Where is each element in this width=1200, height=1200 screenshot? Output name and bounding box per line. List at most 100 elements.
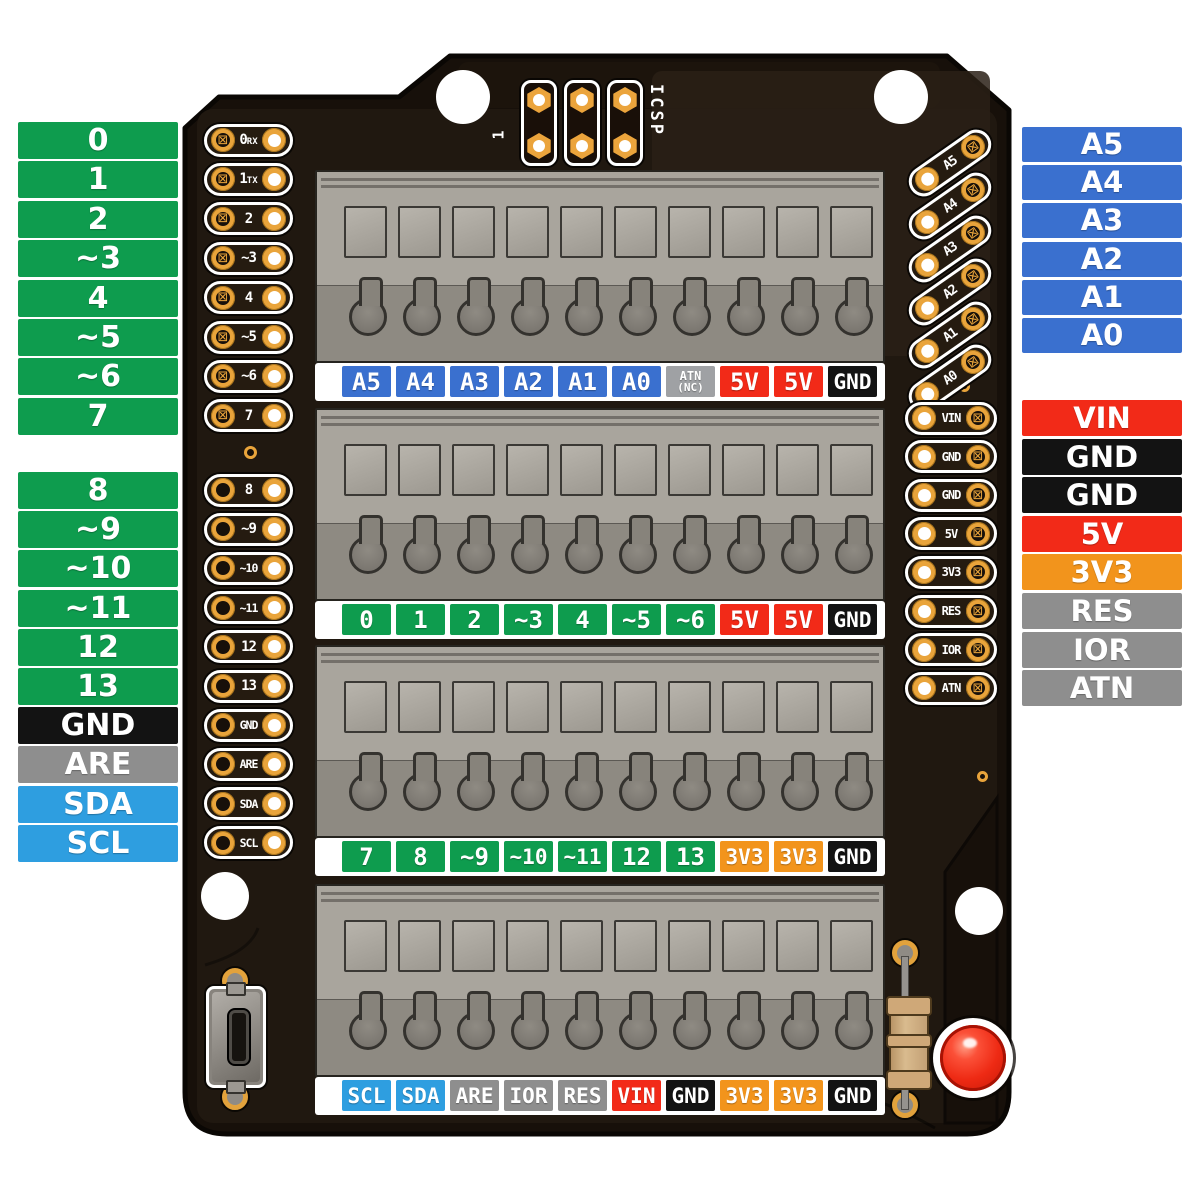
- pad-label: IOR: [941, 642, 962, 657]
- pad-ring: [262, 128, 286, 152]
- icsp-pad: [527, 133, 551, 159]
- terminal-wire-hole: [727, 991, 765, 1050]
- pad-hole: ⊠: [216, 368, 230, 384]
- legend-item-a0: A0: [1022, 317, 1182, 353]
- legend-item-a2: A2: [1022, 241, 1182, 277]
- pad-hole: [267, 797, 281, 811]
- terminal-cell-gnd: GND: [828, 604, 877, 635]
- icsp-pad: [613, 87, 637, 113]
- pad-ring: [262, 285, 286, 310]
- pad-ring: [262, 206, 286, 231]
- pad-hole: [917, 488, 931, 502]
- mounting-hole: [874, 70, 928, 124]
- terminal-block-ridge: [321, 178, 879, 181]
- legend-item-12: 12: [18, 628, 178, 666]
- legend-item-2: 2: [18, 200, 178, 238]
- pad-hole: [267, 757, 281, 771]
- pad-gnd-2: GND⊠: [905, 478, 997, 512]
- terminal-screw-slot: [722, 206, 765, 258]
- legend-item-a1: A1: [1022, 279, 1182, 315]
- pad-ring: [912, 483, 936, 508]
- terminal-screw-slot: [398, 681, 441, 733]
- icsp-pin-column: [607, 80, 643, 166]
- pad-ring: ⊠: [966, 406, 990, 430]
- mounting-hole: [436, 70, 490, 124]
- pad-ring: [211, 791, 235, 816]
- terminal-cell-sda: SDA: [396, 1080, 445, 1111]
- legend-item-1: 1: [18, 161, 178, 199]
- icsp-pin-column: [564, 80, 600, 166]
- pad-hole: [267, 133, 281, 147]
- pad-hole: [918, 341, 937, 360]
- pad-ring: [262, 791, 286, 816]
- terminal-cell-5v: 5V: [720, 604, 769, 635]
- pad-ring: [262, 167, 286, 192]
- pad-hole: [267, 369, 281, 383]
- pad-sda: SDA: [204, 787, 293, 821]
- pad-hole: [918, 255, 937, 274]
- pad-hole: [267, 836, 281, 850]
- pad-hole: [216, 718, 230, 733]
- pad-ior-6: IOR ⊠: [905, 633, 997, 667]
- terminal-block-ridge: [321, 899, 879, 902]
- pad-label: GND: [941, 488, 962, 503]
- terminal-cell-4: 4: [558, 604, 607, 635]
- terminal-wire-hole: [835, 515, 873, 574]
- pad-ring: [262, 403, 286, 428]
- terminal-wire-hole: [457, 752, 495, 811]
- legend-item-7: 7: [18, 397, 178, 435]
- terminal-screw-slot: [506, 681, 549, 733]
- pad-ring: ⊠: [966, 599, 990, 623]
- pad-hole: [267, 172, 281, 186]
- terminal-wire-hole: [349, 277, 387, 336]
- terminal-screw-slot: [776, 444, 819, 496]
- terminal-wire-hole: [835, 752, 873, 811]
- pad-ring: ⊠: [211, 364, 235, 389]
- terminal-cell-5v: 5V: [720, 366, 769, 397]
- pad-ring: [262, 634, 286, 659]
- terminal-wire-hole: [619, 991, 657, 1050]
- terminal-screw-slot: [344, 681, 387, 733]
- pad-label: 2: [244, 210, 253, 227]
- pad-label: GND: [941, 449, 962, 464]
- pad-ring: ⊠: [211, 167, 235, 192]
- pad-hole: ⊠: [216, 290, 230, 306]
- pad-ring: [912, 444, 936, 469]
- terminal-wire-hole: [349, 752, 387, 811]
- pad-hole: ⊠: [971, 642, 985, 658]
- terminal-cell-label: ATN: [679, 368, 702, 383]
- pad-atn-7: ATN⊠: [905, 671, 997, 705]
- terminal-wire-hole: [781, 277, 819, 336]
- icsp-pad-hole: [619, 94, 631, 106]
- terminal-cell-3v3: 3V3: [720, 1080, 769, 1111]
- pad-ring: ⊠: [211, 325, 235, 349]
- terminal-screw-slot: [776, 920, 819, 972]
- pad-~9: ~9: [204, 512, 293, 546]
- pad-ring: [262, 478, 286, 502]
- terminal-screw-slot: [614, 920, 657, 972]
- pad-label-suffix: TX: [246, 176, 258, 187]
- pad-ring: [262, 713, 286, 738]
- terminal-wire-hole: [727, 752, 765, 811]
- terminal-wire-hole: [673, 752, 711, 811]
- terminal-wire-hole: [673, 515, 711, 574]
- pad-hole: [267, 522, 281, 536]
- pad-ring: [211, 830, 235, 855]
- icsp-pad-hole: [619, 140, 631, 152]
- terminal-screw-slot: [506, 206, 549, 258]
- terminal-cell-atn: ATN(NC): [666, 366, 715, 397]
- terminal-block-4: [315, 884, 885, 1077]
- pad-ring: [262, 325, 286, 349]
- pad-hole: ⊠: [971, 449, 985, 465]
- resistor-pad: [892, 940, 918, 966]
- legend-item-atn: ATN: [1022, 670, 1182, 707]
- pad-3v3-4: 3V3⊠: [905, 555, 997, 589]
- terminal-block-ridge: [321, 185, 879, 188]
- icsp-pad: [570, 87, 594, 113]
- pad-vin-0: VIN⊠: [905, 401, 997, 435]
- pad-hole: ⊠: [971, 680, 985, 696]
